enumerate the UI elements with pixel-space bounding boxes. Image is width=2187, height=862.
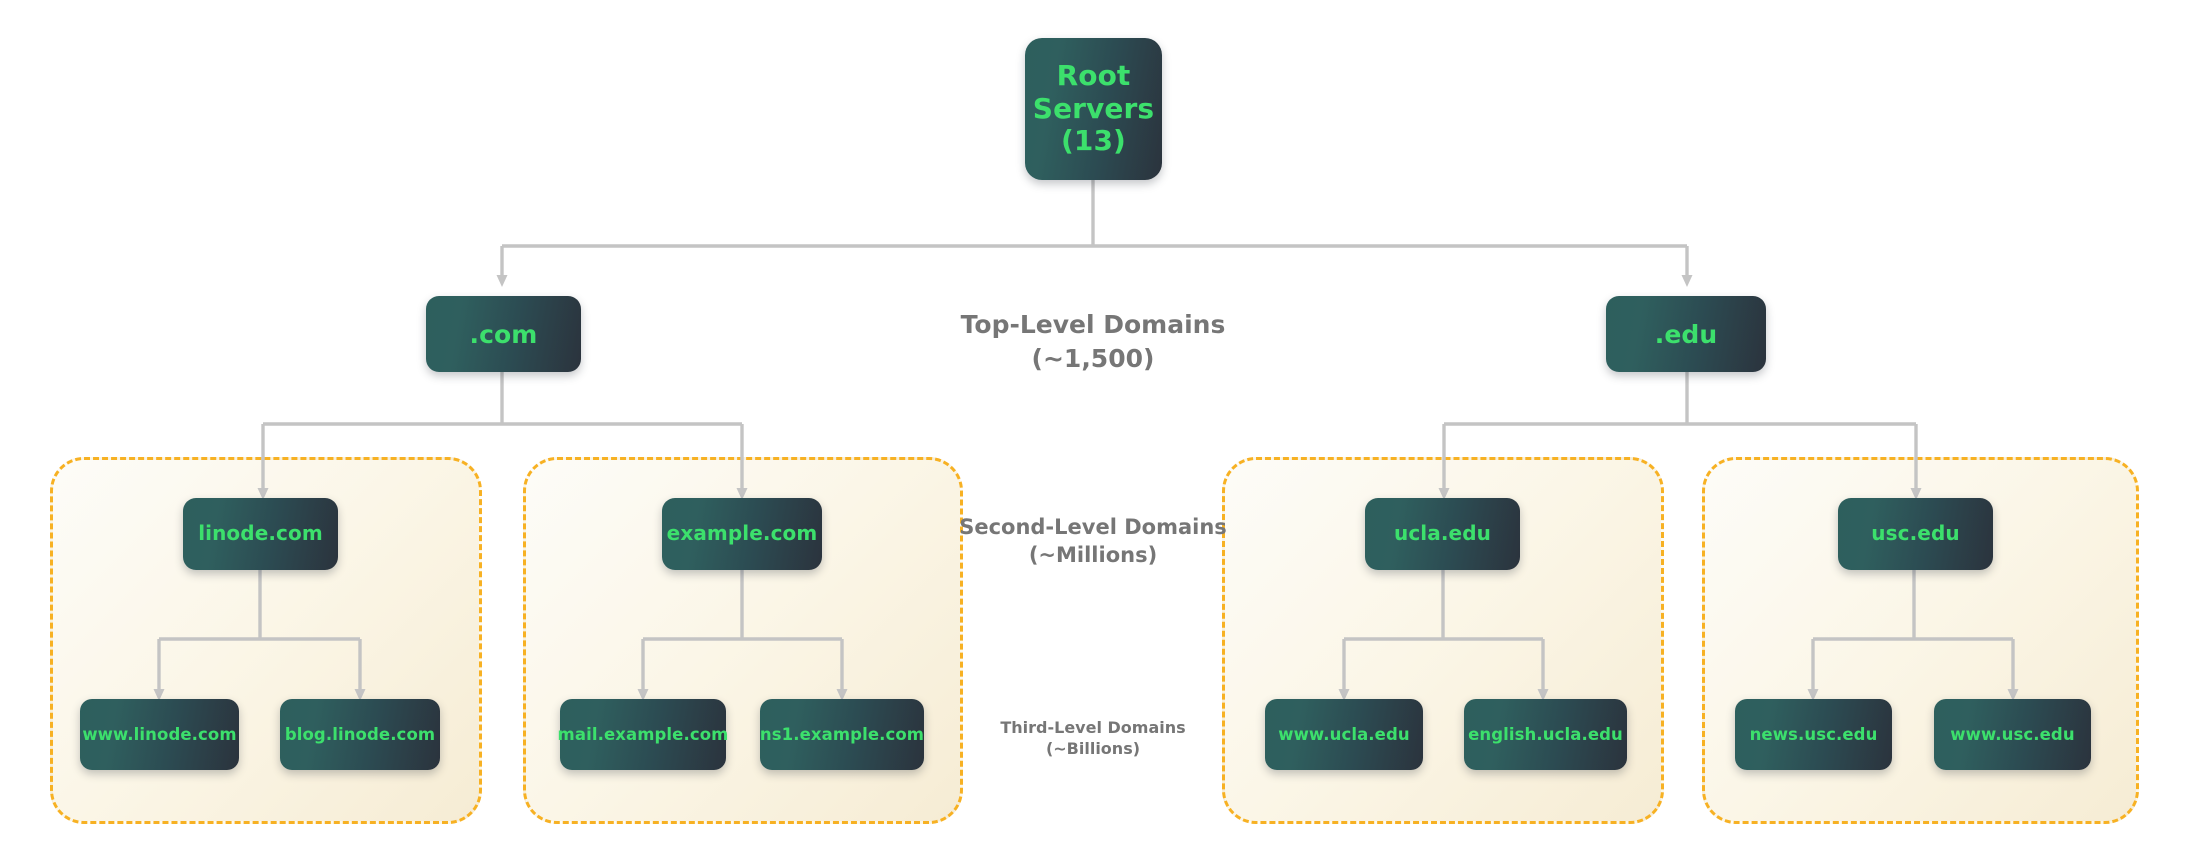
node-third-blog-linode-com[interactable]: blog.linode.com <box>280 699 440 770</box>
node-third-english-ucla-edu[interactable]: english.ucla.edu <box>1464 699 1627 770</box>
node-tld-com[interactable]: .com <box>426 296 581 372</box>
caption-third-level-domains: Third-Level Domains (~Billions) <box>1000 718 1186 759</box>
node-third-www-ucla-edu[interactable]: www.ucla.edu <box>1265 699 1423 770</box>
caption-second-level-domains: Second-Level Domains (~Millions) <box>959 515 1227 568</box>
node-third-ns1-example-com[interactable]: ns1.example.com <box>760 699 924 770</box>
node-third-www-linode-com[interactable]: www.linode.com <box>80 699 239 770</box>
node-sld-example-com[interactable]: example.com <box>662 498 822 570</box>
node-sld-ucla-edu[interactable]: ucla.edu <box>1365 498 1520 570</box>
node-root-servers[interactable]: Root Servers (13) <box>1025 38 1162 180</box>
node-sld-usc-edu[interactable]: usc.edu <box>1838 498 1993 570</box>
node-tld-edu[interactable]: .edu <box>1606 296 1766 372</box>
node-third-news-usc-edu[interactable]: news.usc.edu <box>1735 699 1892 770</box>
node-third-www-usc-edu[interactable]: www.usc.edu <box>1934 699 2091 770</box>
node-sld-linode-com[interactable]: linode.com <box>183 498 338 570</box>
caption-top-level-domains: Top-Level Domains (~1,500) <box>960 310 1226 373</box>
node-third-mail-example-com[interactable]: mail.example.com <box>558 699 728 770</box>
